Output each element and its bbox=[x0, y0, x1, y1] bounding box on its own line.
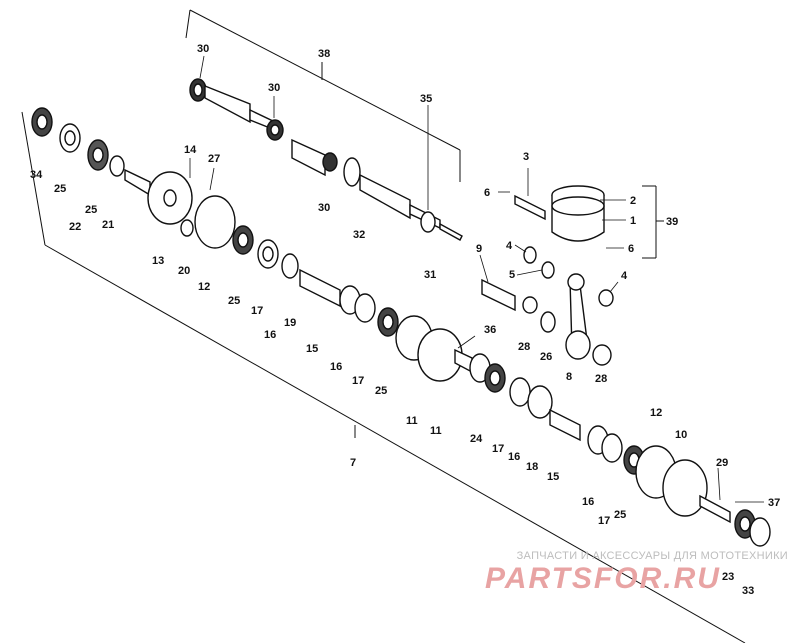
balancer-shaft bbox=[189, 78, 463, 241]
callout-31: 31 bbox=[424, 269, 436, 281]
callout-15: 15 bbox=[306, 343, 318, 355]
piston-connecting-rod bbox=[481, 185, 614, 366]
crankshaft-left-half bbox=[31, 107, 463, 382]
callout-21: 21 bbox=[102, 219, 114, 231]
callout-39: 39 bbox=[666, 216, 678, 228]
callout-labels: 30 38 30 35 34 25 22 25 21 14 27 30 32 3… bbox=[30, 43, 780, 597]
callout-30: 30 bbox=[318, 202, 330, 214]
callout-20: 20 bbox=[178, 265, 190, 277]
callout-23: 23 bbox=[722, 571, 734, 583]
callout-4: 4 bbox=[506, 240, 513, 252]
callout-25: 25 bbox=[228, 295, 240, 307]
callout-14: 14 bbox=[184, 144, 197, 156]
callout-6: 6 bbox=[484, 187, 490, 199]
callout-16: 16 bbox=[264, 329, 276, 341]
watermark-logo: PARTSFOR.RU bbox=[485, 562, 721, 594]
callout-17: 17 bbox=[598, 515, 610, 527]
callout-24: 24 bbox=[470, 433, 483, 445]
watermark-logo-text: PARTSFOR.RU bbox=[485, 562, 721, 594]
callout-37: 37 bbox=[768, 497, 780, 509]
callout-35: 35 bbox=[420, 93, 432, 105]
callout-17: 17 bbox=[251, 305, 263, 317]
callout-6: 6 bbox=[628, 243, 634, 255]
watermark-tagline: ЗАПЧАСТИ И АКСЕССУАРЫ ДЛЯ МОТОТЕХНИКИ bbox=[516, 550, 788, 562]
callout-33: 33 bbox=[742, 585, 754, 597]
callout-12: 12 bbox=[650, 407, 662, 419]
callout-16: 16 bbox=[582, 496, 594, 508]
callout-36: 36 bbox=[484, 324, 496, 336]
callout-8: 8 bbox=[566, 371, 572, 383]
callout-2: 2 bbox=[630, 195, 636, 207]
callout-25: 25 bbox=[85, 204, 97, 216]
callout-38: 38 bbox=[318, 48, 330, 60]
callout-7: 7 bbox=[350, 457, 356, 469]
callout-30: 30 bbox=[197, 43, 209, 55]
crankshaft-right-half bbox=[454, 348, 771, 547]
callout-25: 25 bbox=[54, 183, 66, 195]
callout-30: 30 bbox=[268, 82, 280, 94]
callout-25: 25 bbox=[375, 385, 387, 397]
callout-12: 12 bbox=[198, 281, 210, 293]
callout-11: 11 bbox=[430, 425, 442, 437]
callout-34: 34 bbox=[30, 169, 43, 181]
callout-28: 28 bbox=[518, 341, 530, 353]
callout-18: 18 bbox=[526, 461, 538, 473]
callout-17: 17 bbox=[352, 375, 364, 387]
callout-13: 13 bbox=[152, 255, 164, 267]
callout-9: 9 bbox=[476, 243, 482, 255]
callout-11: 11 bbox=[406, 415, 418, 427]
callout-29: 29 bbox=[716, 457, 728, 469]
callout-25: 25 bbox=[614, 509, 626, 521]
callout-4: 4 bbox=[621, 270, 628, 282]
callout-22: 22 bbox=[69, 221, 81, 233]
callout-3: 3 bbox=[523, 151, 529, 163]
callout-17: 17 bbox=[492, 443, 504, 455]
callout-26: 26 bbox=[540, 351, 552, 363]
callout-15: 15 bbox=[547, 471, 559, 483]
callout-28: 28 bbox=[595, 373, 607, 385]
callout-10: 10 bbox=[675, 429, 687, 441]
callout-27: 27 bbox=[208, 153, 220, 165]
callout-19: 19 bbox=[284, 317, 296, 329]
callout-5: 5 bbox=[509, 269, 515, 281]
callout-16: 16 bbox=[508, 451, 520, 463]
callout-32: 32 bbox=[353, 229, 365, 241]
callout-1: 1 bbox=[630, 215, 636, 227]
callout-16: 16 bbox=[330, 361, 342, 373]
